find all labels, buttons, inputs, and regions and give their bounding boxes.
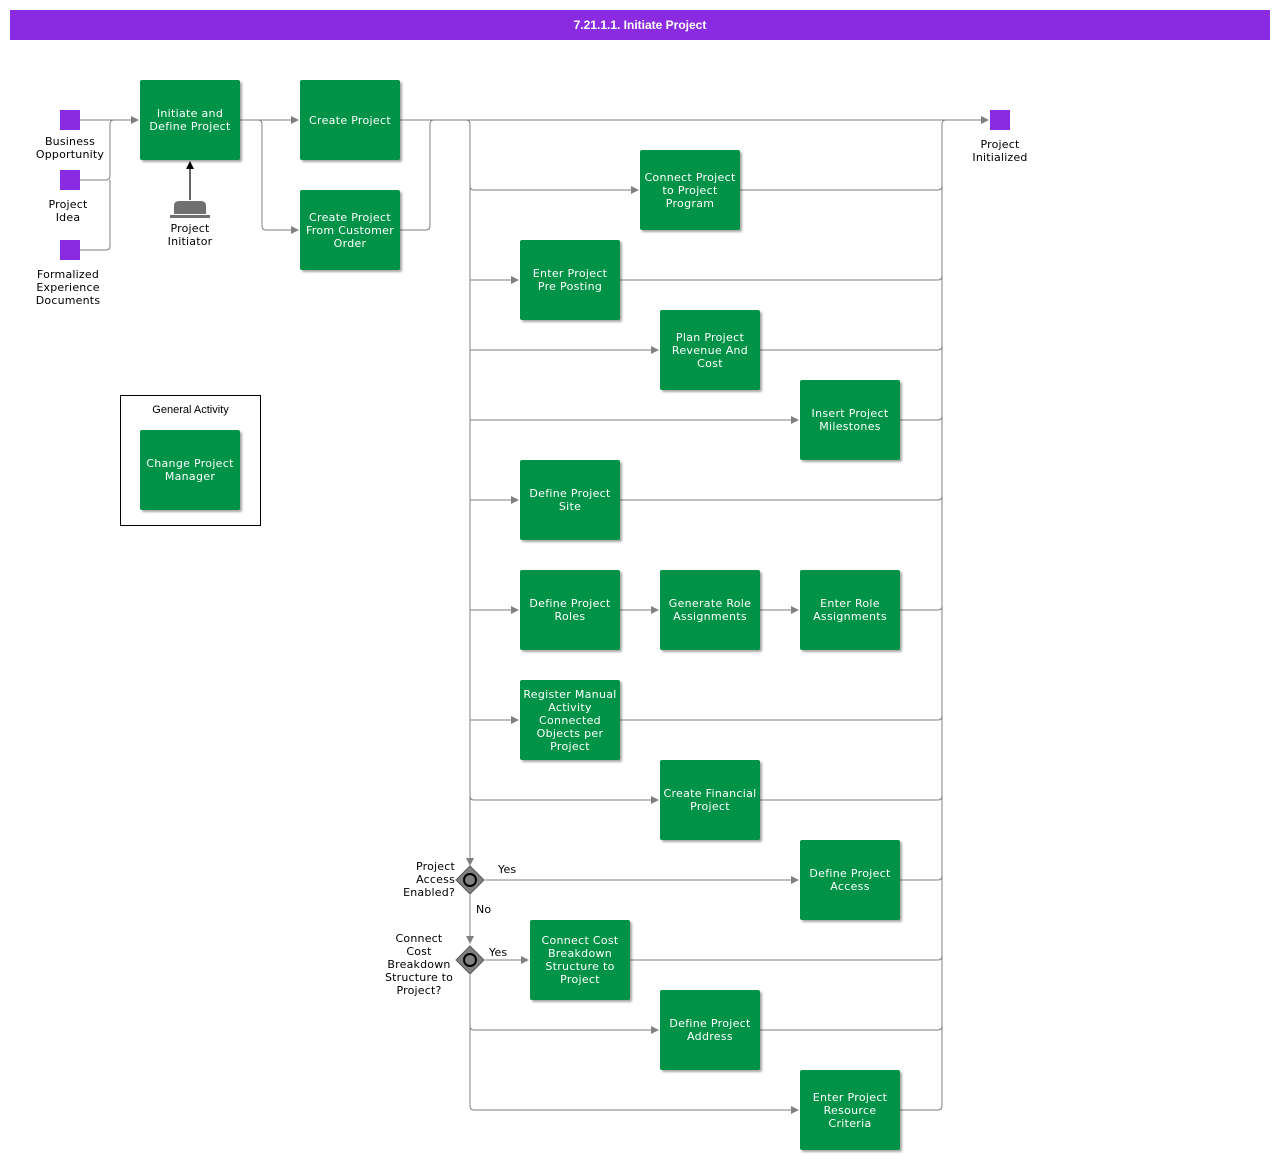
label-gateway-cbs: Connect Cost Breakdown Structure to Proj… xyxy=(384,932,454,997)
label-project-initialized: Project Initialized xyxy=(972,138,1028,164)
end-event-project-initialized[interactable] xyxy=(990,110,1010,130)
flow-customer-order-merge xyxy=(400,119,435,231)
activity-connect-cbs[interactable]: Connect Cost Breakdown Structure to Proj… xyxy=(530,920,630,1000)
label-formalized-documents: Formalized Experience Documents xyxy=(35,268,101,307)
activity-create-project-from-customer-order[interactable]: Create Project From Customer Order xyxy=(300,190,400,270)
start-event-formalized-documents[interactable] xyxy=(60,240,80,260)
gateway-project-access-enabled[interactable] xyxy=(455,865,485,895)
spine-left xyxy=(465,119,474,866)
activity-define-site[interactable]: Define Project Site xyxy=(520,460,620,540)
activity-change-project-manager[interactable]: Change Project Manager xyxy=(140,430,240,510)
activity-define-project-access[interactable]: Define Project Access xyxy=(800,840,900,920)
gateway-connect-cbs[interactable] xyxy=(455,945,485,975)
spine-right xyxy=(941,119,947,1106)
label-access-no: No xyxy=(476,903,492,916)
start-event-project-idea[interactable] xyxy=(60,170,80,190)
activity-create-project[interactable]: Create Project xyxy=(300,80,400,160)
general-activity-title: General Activity xyxy=(152,404,229,416)
activity-define-project-address[interactable]: Define Project Address xyxy=(660,990,760,1070)
activity-register-manual-activity[interactable]: Register Manual Activity Connected Objec… xyxy=(520,680,620,760)
activity-enter-role-assignments[interactable]: Enter Role Assignments xyxy=(800,570,900,650)
label-cbs-yes: Yes xyxy=(489,946,508,959)
diagram-title: 7.21.1.1. Initiate Project xyxy=(10,10,1270,40)
activity-enter-resource-criteria[interactable]: Enter Project Resource Criteria xyxy=(800,1070,900,1150)
activity-create-financial-project[interactable]: Create Financial Project xyxy=(660,760,760,840)
activity-define-roles[interactable]: Define Project Roles xyxy=(520,570,620,650)
label-access-yes: Yes xyxy=(498,863,517,876)
flow-formalized-docs xyxy=(80,180,111,251)
user-role-icon xyxy=(170,201,210,218)
activity-generate-role-assignments[interactable]: Generate Role Assignments xyxy=(660,570,760,650)
activity-insert-milestones[interactable]: Insert Project Milestones xyxy=(800,380,900,460)
flow-initiate-customer-order xyxy=(240,119,299,234)
flow-project-idea xyxy=(80,119,115,181)
label-project-idea: Project Idea xyxy=(48,198,88,224)
activity-plan-revenue-cost[interactable]: Plan Project Revenue And Cost xyxy=(660,310,760,390)
label-business-opportunity: Business Opportunity xyxy=(35,135,105,161)
activity-initiate-define-project[interactable]: Initiate and Define Project xyxy=(140,80,240,160)
activity-connect-project-program[interactable]: Connect Project to Project Program xyxy=(640,150,740,230)
start-event-business-opportunity[interactable] xyxy=(60,110,80,130)
label-project-initiator: Project Initiator xyxy=(167,222,213,248)
activity-enter-pre-posting[interactable]: Enter Project Pre Posting xyxy=(520,240,620,320)
label-gateway-access: Project Access Enabled? xyxy=(403,860,455,899)
